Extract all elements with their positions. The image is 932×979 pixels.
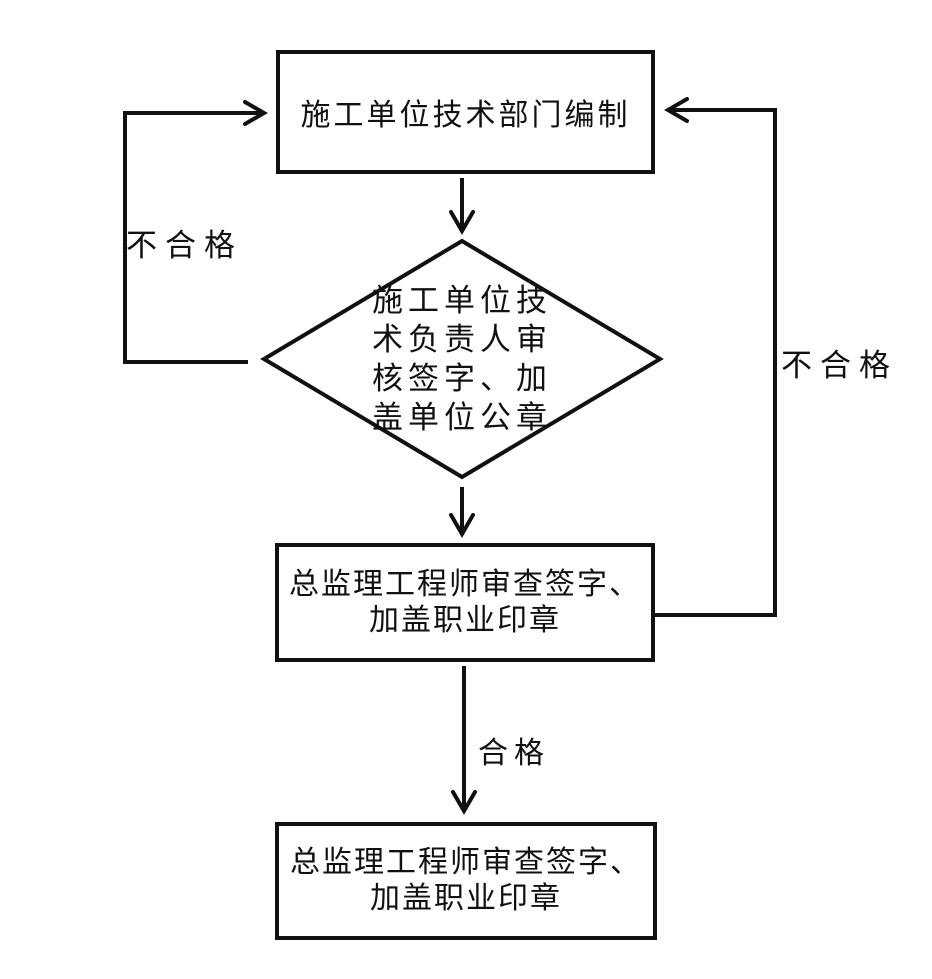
bottom-process-line-1: 总监理工程师审查签字、 xyxy=(290,845,642,880)
decision-line-2: 术负责人审 xyxy=(372,322,552,358)
middle-process-line-2: 加盖职业印章 xyxy=(369,602,561,638)
bottom-process-label: 总监理工程师审查签字、 加盖职业印章 xyxy=(277,824,655,938)
decision-line-1: 施工单位技 xyxy=(372,283,552,319)
bottom-process-box xyxy=(275,822,657,940)
feedback-arrow-right xyxy=(653,97,777,617)
edge-label-fail-right: 不合格 xyxy=(781,348,898,384)
middle-process-line-1: 总监理工程师审查签字、 xyxy=(289,566,641,602)
edge-label-pass: 合格 xyxy=(478,736,550,771)
bottom-process-line-2: 加盖职业印章 xyxy=(370,881,562,916)
middle-process-label: 总监理工程师审查签字、 加盖职业印章 xyxy=(277,545,653,660)
top-process-label: 施工单位技术部门编制 xyxy=(278,52,653,172)
top-process-box xyxy=(276,50,655,174)
decision-line-3: 核签字、加 xyxy=(372,361,552,397)
feedback-arrow-left xyxy=(123,100,268,364)
decision-diamond xyxy=(260,238,664,480)
middle-process-box xyxy=(275,543,655,662)
edge-label-fail-left: 不合格 xyxy=(126,228,243,264)
top-process-text: 施工单位技术部门编制 xyxy=(300,98,631,133)
decision-diamond-label: 施工单位技 术负责人审 核签字、加 盖单位公章 xyxy=(292,281,632,439)
decision-line-4: 盖单位公章 xyxy=(372,400,552,436)
